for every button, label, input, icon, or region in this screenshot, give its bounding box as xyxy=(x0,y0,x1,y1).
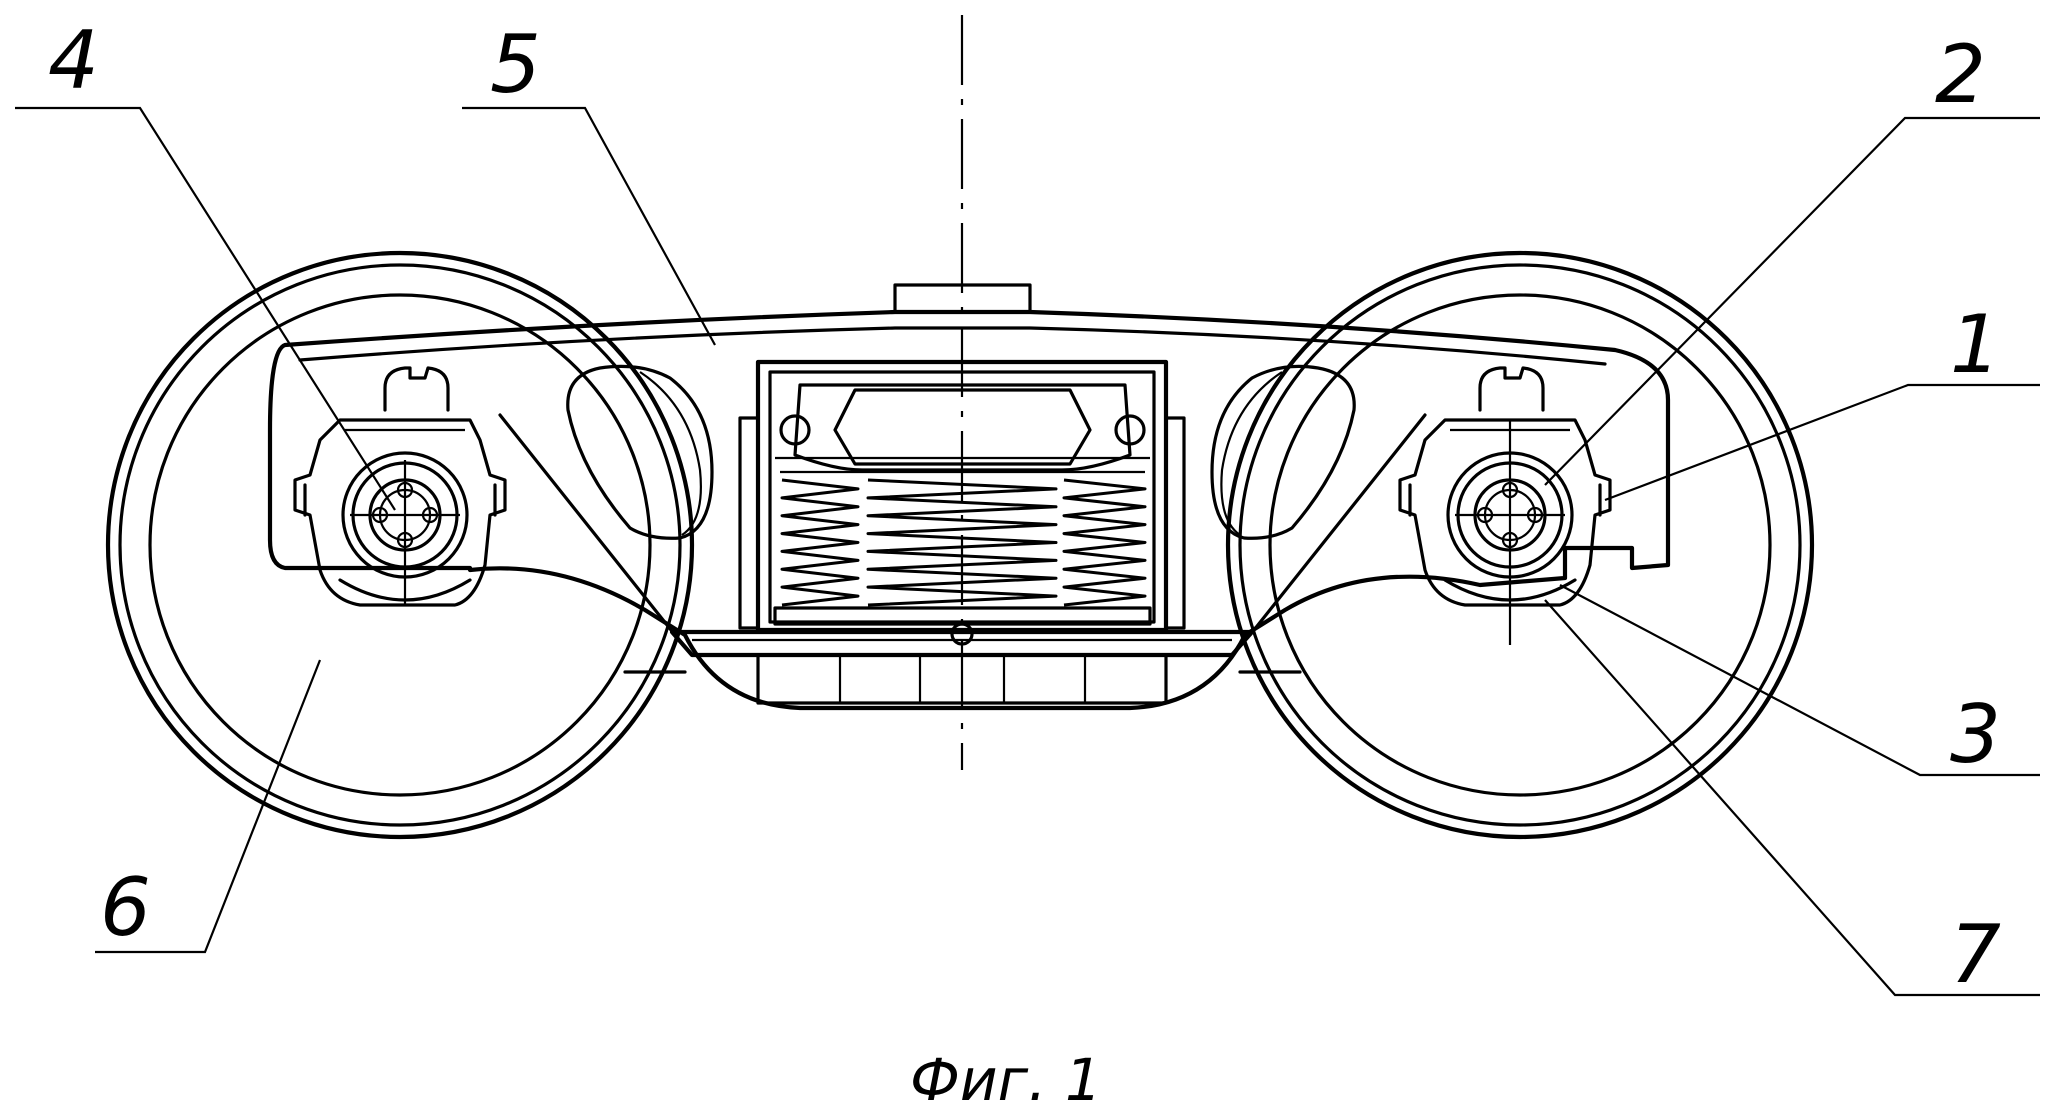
right-axle-box xyxy=(1398,366,1612,645)
right-wheel xyxy=(1225,250,1815,840)
label-7: 7 xyxy=(1950,908,2001,1001)
label-3: 3 xyxy=(1950,688,2001,781)
label-1: 1 xyxy=(1950,298,2001,391)
figure-caption: Фиг. 1 xyxy=(910,1046,1102,1114)
label-5: 5 xyxy=(490,18,541,111)
left-wheel xyxy=(105,250,695,840)
label-6: 6 xyxy=(100,861,151,954)
side-frame xyxy=(267,283,1671,711)
label-2: 2 xyxy=(1935,28,1986,121)
label-4: 4 xyxy=(48,14,99,107)
leader-lines xyxy=(15,106,2040,997)
left-axle-box xyxy=(293,366,507,607)
